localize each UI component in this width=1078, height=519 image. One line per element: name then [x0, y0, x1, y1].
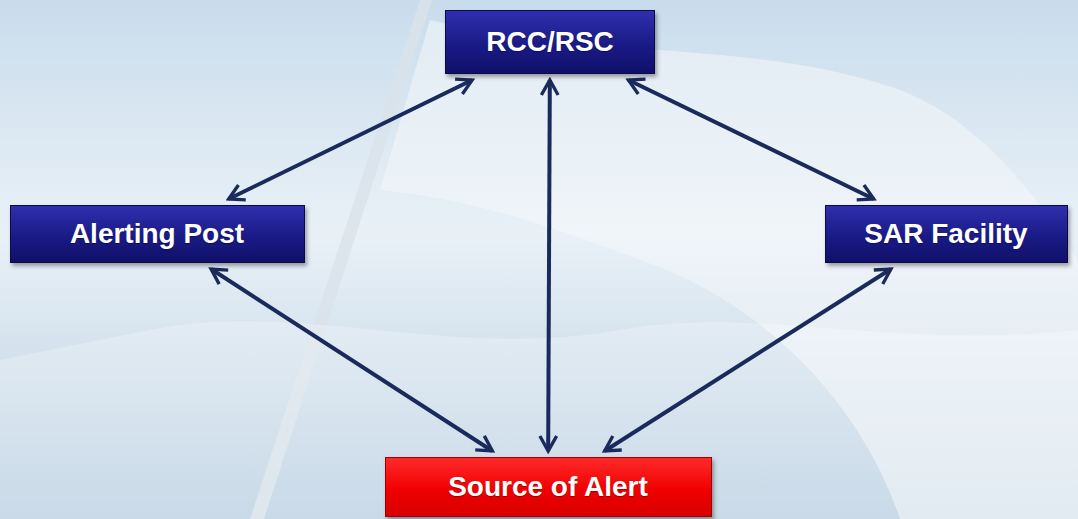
- source-box: Source of Alert: [385, 457, 712, 517]
- cloud: [0, 321, 1078, 519]
- facility-box: SAR Facility: [825, 205, 1068, 263]
- node-label: SAR Facility: [864, 217, 1027, 251]
- node-label: Source of Alert: [448, 470, 648, 504]
- node-label: RCC/RSC: [486, 25, 614, 59]
- alerting-box: Alerting Post: [10, 205, 305, 263]
- double-arrow: [628, 80, 873, 199]
- double-arrow: [211, 269, 492, 451]
- rcc-box: RCC/RSC: [445, 10, 655, 74]
- double-arrow: [548, 80, 550, 451]
- node-label: Alerting Post: [70, 217, 244, 251]
- double-arrow: [229, 80, 473, 199]
- double-arrow: [605, 269, 891, 451]
